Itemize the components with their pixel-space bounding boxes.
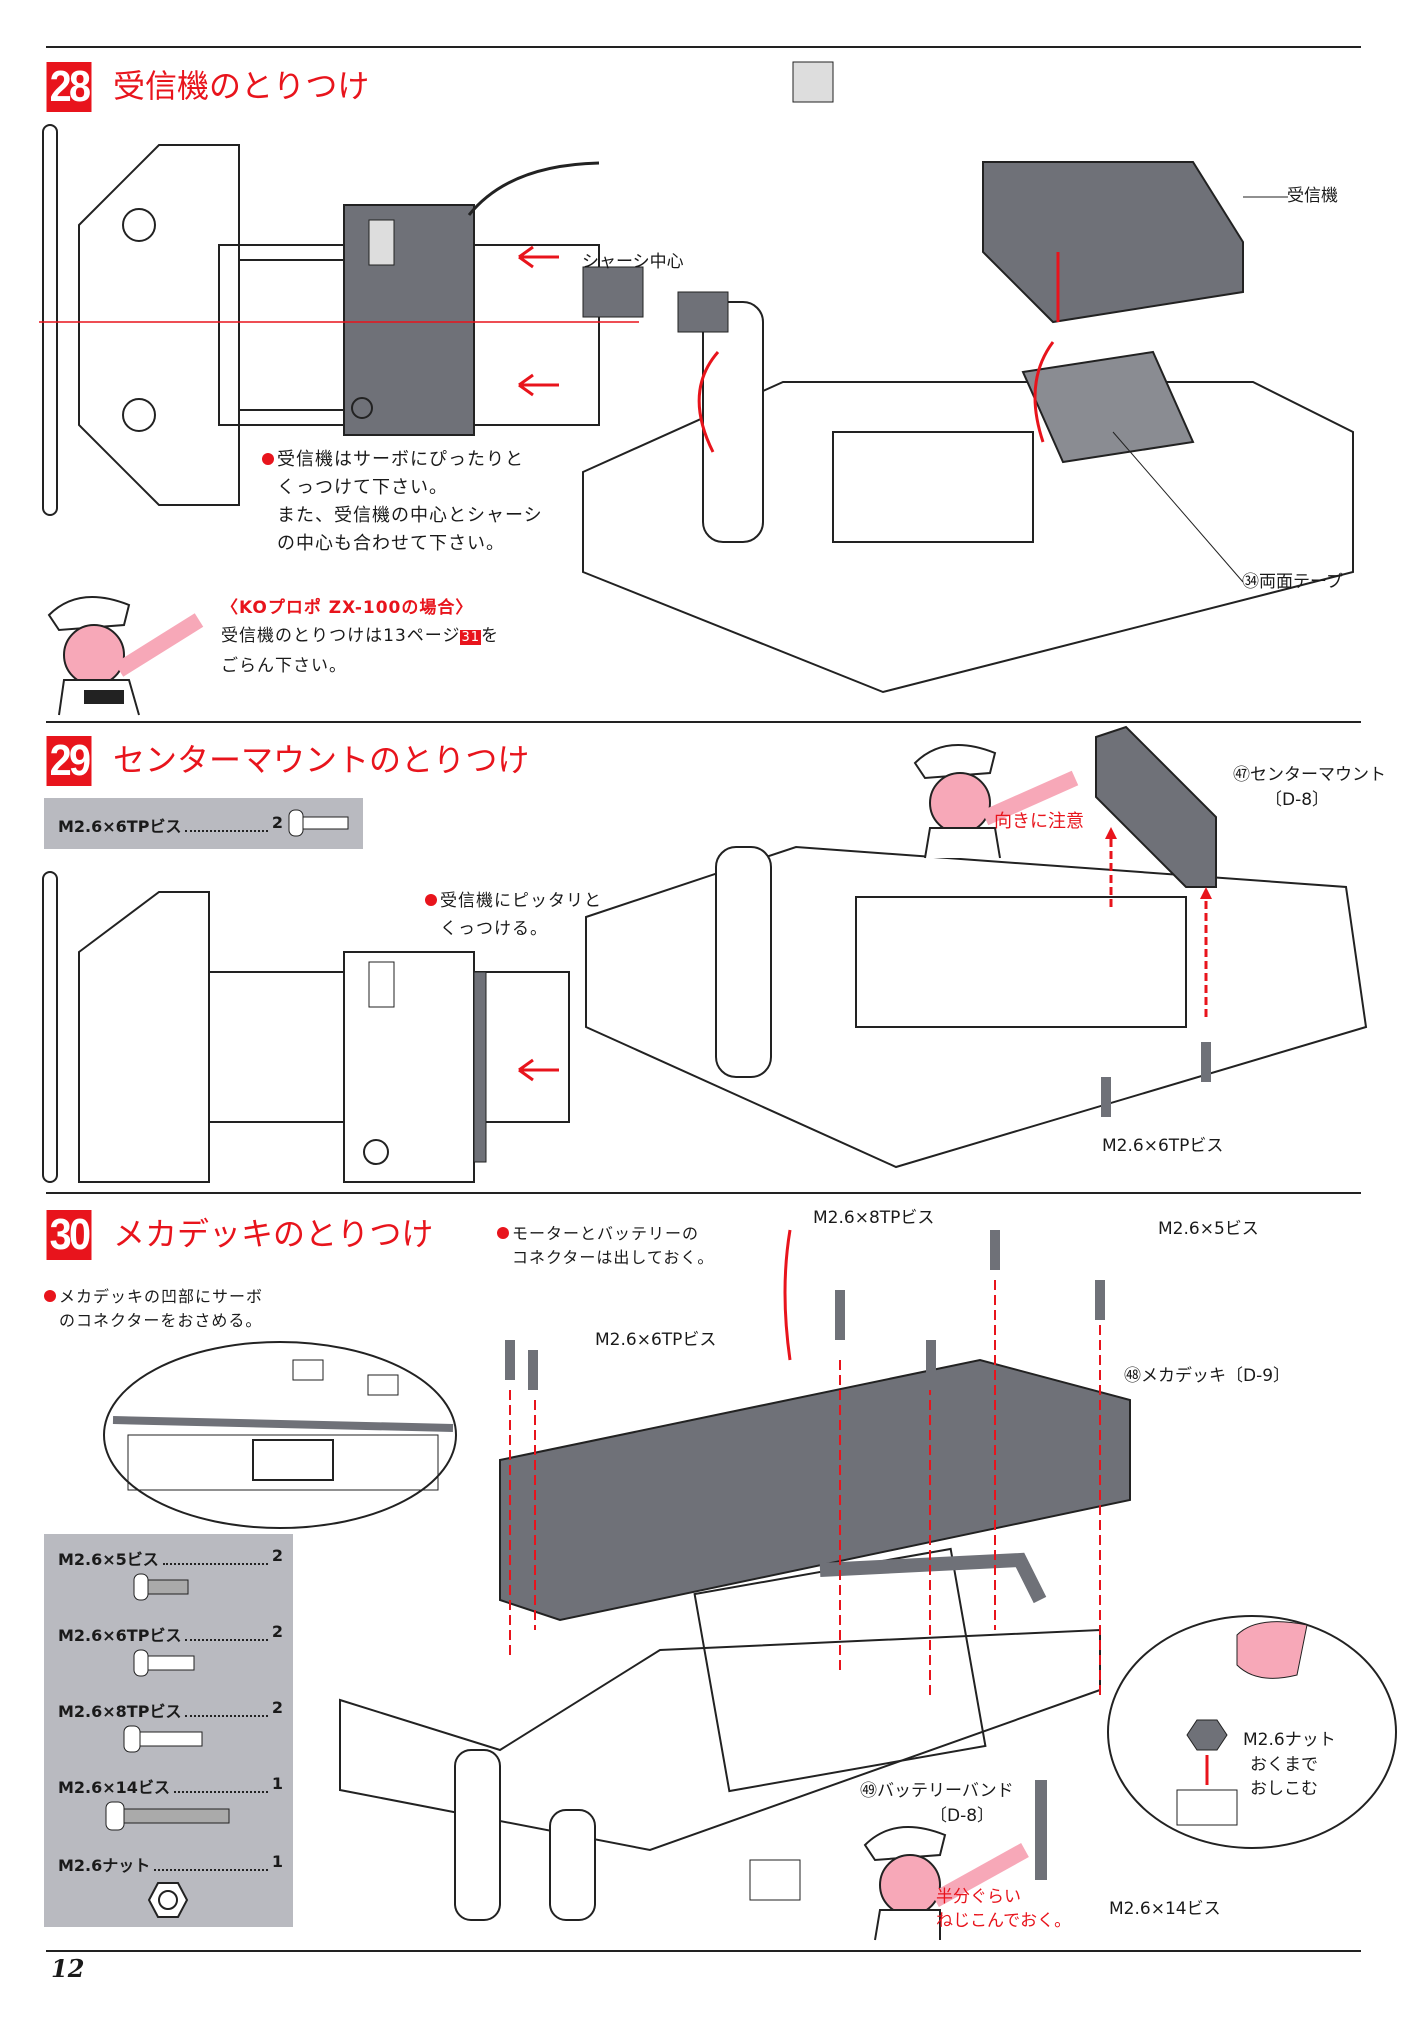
part-row: M2.6ナット 1	[58, 1852, 283, 1876]
tp-screw-icon	[133, 1649, 195, 1677]
screw-label: M2.6×6TPビス	[1102, 1136, 1224, 1156]
tip-line: 半分ぐらい	[936, 1887, 1021, 1907]
m26-nut-label: M2.6ナット	[1243, 1730, 1336, 1750]
bullet-icon	[497, 1227, 509, 1239]
step-title-30: メカデッキのとりつけ	[113, 1215, 434, 1253]
part-name: M2.6×8TPビス	[58, 1702, 182, 1721]
note-line: の中心も合わせて下さい。	[277, 533, 505, 554]
part-qty: 2	[271, 1546, 283, 1565]
tip-title: 〈KOプロポ ZX-100の場合〉	[221, 598, 474, 618]
double-sided-tape-label: ㉞両面テープ	[1242, 572, 1343, 592]
note-line: 受信機にピッタリと	[440, 891, 602, 911]
tip-line: を	[481, 626, 500, 646]
note-line: また、受信機の中心とシャーシ	[277, 505, 543, 526]
note-line: のコネクターをおさめる。	[59, 1311, 263, 1330]
part-qty: 1	[271, 1852, 283, 1871]
nut-note-line: おくまで	[1250, 1755, 1318, 1775]
tp-screw-icon	[123, 1725, 203, 1753]
tip-line: ごらん下さい。	[221, 656, 347, 676]
tip-line: 受信機のとりつけは13ページ	[221, 626, 461, 646]
step-number-29: 29	[46, 736, 92, 786]
step-28-note: 受信機はサーボにぴったりと くっつけて下さい。 また、受信機の中心とシャーシ の…	[262, 446, 543, 558]
connector-note: モーターとバッテリーの コネクターは出しておく。	[497, 1222, 714, 1270]
battery-band-ref: 〔D-8〕	[930, 1806, 995, 1826]
part-row: M2.6×5ビス 2	[58, 1546, 283, 1570]
page-number: 12	[51, 1954, 85, 1983]
nut-icon	[147, 1882, 189, 1918]
receiver-label: 受信機	[1287, 186, 1338, 206]
center-mount-top-view-illustration	[42, 871, 570, 1183]
step-title-29: センターマウントのとりつけ	[113, 741, 530, 779]
kyosho-mascot-illustration	[47, 596, 204, 716]
part-name: M2.6×14ビス	[58, 1778, 170, 1797]
bullet-icon	[425, 894, 437, 906]
note-line: モーターとバッテリーの	[512, 1224, 700, 1243]
mecha-deck-assembly-illustration	[339, 1229, 1131, 1921]
parts-box-29: M2.6×6TPビス 2	[44, 798, 363, 849]
kyosho-mascot-illustration	[913, 744, 1079, 859]
note-line: 受信機はサーボにぴったりと	[277, 449, 524, 470]
center-mount-ref: 〔D-8〕	[1265, 790, 1330, 810]
nut-detail-inset	[1107, 1615, 1397, 1849]
note-line: くっつけて下さい。	[277, 477, 448, 498]
part-name: M2.6×6TPビス	[58, 1626, 182, 1645]
mecha-deck-label: ㊽メカデッキ〔D-9〕	[1124, 1366, 1291, 1386]
note-line: くっつける。	[440, 919, 548, 939]
long-screw-icon	[105, 1801, 230, 1831]
step-title-28: 受信機のとりつけ	[113, 67, 370, 105]
m26x5-screw-label: M2.6×5ビス	[1158, 1219, 1259, 1239]
section-divider	[46, 721, 1361, 723]
bullet-icon	[44, 1290, 56, 1302]
part-name: M2.6×5ビス	[58, 1550, 159, 1569]
top-rule	[46, 46, 1361, 48]
note-line: コネクターは出しておく。	[512, 1248, 715, 1267]
ko-propo-tip: 〈KOプロポ ZX-100の場合〉 受信機のとりつけは13ページ31を ごらん下…	[221, 594, 499, 680]
nut-note: おくまで おしこむ	[1250, 1753, 1318, 1801]
receiver-top-view-illustration	[39, 124, 639, 516]
part-name: M2.6ナット	[58, 1856, 151, 1875]
parts-box-30: M2.6×5ビス 2 M2.6×6TPビス 2 M2.6×8TPビス 2 M2.6×1…	[44, 1534, 293, 1927]
kyosho-mascot-illustration	[863, 1826, 1029, 1941]
part-qty: 2	[271, 813, 283, 832]
m26x8-tp-screw-label: M2.6×8TPビス	[813, 1208, 935, 1228]
receiver-perspective-illustration	[582, 61, 1354, 694]
step-31-badge: 31	[460, 630, 482, 645]
screw-icon	[133, 1573, 189, 1601]
part-row: M2.6×14ビス 1	[58, 1774, 283, 1798]
section-divider	[46, 1192, 1361, 1194]
note-line: メカデッキの凹部にサーボ	[59, 1287, 264, 1306]
part-row: M2.6×6TPビス 2	[58, 813, 283, 837]
center-mount-perspective-illustration	[585, 725, 1368, 1169]
part-qty: 2	[271, 1622, 283, 1641]
nut-note-line: おしこむ	[1250, 1779, 1318, 1799]
m26x14-screw-label: M2.6×14ビス	[1109, 1899, 1221, 1919]
tip-line: ねじこんでおく。	[936, 1911, 1072, 1931]
screw-icon	[288, 809, 349, 837]
orientation-caution: 向きに注意	[994, 811, 1084, 832]
chassis-center-label: シャーシ中心	[582, 252, 684, 272]
part-name: M2.6×6TPビス	[58, 817, 182, 836]
step-number-28: 28	[46, 62, 92, 112]
part-qty: 2	[271, 1698, 283, 1717]
bullet-icon	[262, 453, 274, 465]
step-number-30: 30	[46, 1210, 92, 1260]
bottom-rule	[46, 1950, 1361, 1952]
step-29-note: 受信機にピッタリと くっつける。	[425, 887, 602, 943]
connector-detail-inset	[103, 1341, 457, 1529]
m26x6-tp-screw-label: M2.6×6TPビス	[595, 1330, 717, 1350]
part-row: M2.6×8TPビス 2	[58, 1698, 283, 1722]
battery-band-label: ㊾バッテリーバンド	[860, 1781, 1014, 1801]
part-row: M2.6×6TPビス 2	[58, 1622, 283, 1646]
center-mount-label: ㊼センターマウント	[1233, 765, 1386, 785]
half-screw-tip: 半分ぐらい ねじこんでおく。	[936, 1885, 1071, 1933]
part-qty: 1	[271, 1774, 283, 1793]
servo-connector-note: メカデッキの凹部にサーボ のコネクターをおさめる。	[44, 1285, 263, 1333]
